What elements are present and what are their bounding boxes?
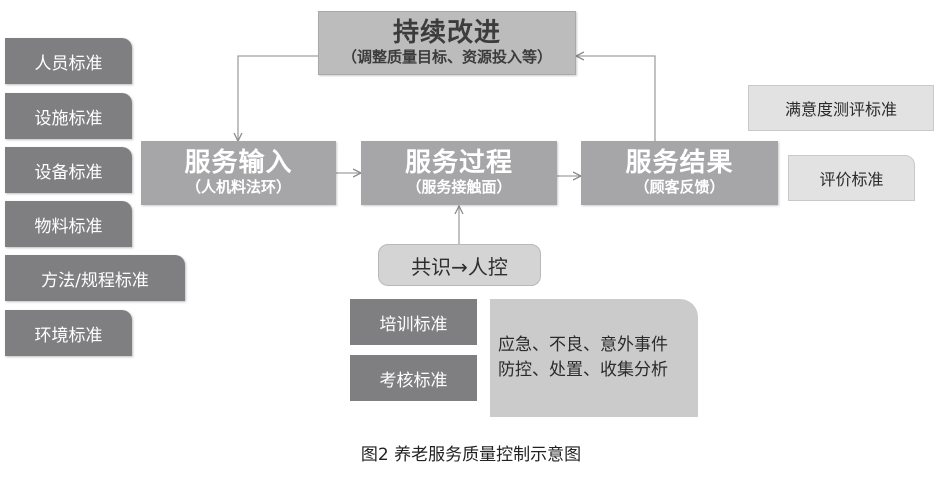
service-result-subtitle: （顾客反馈） bbox=[634, 178, 725, 197]
incident-line-1: 应急、不良、意外事件 bbox=[498, 335, 668, 356]
standard-training: 培训标准 bbox=[350, 299, 477, 345]
service-result-box: 服务结果 （顾客反馈） bbox=[581, 141, 778, 205]
continuous-improvement-subtitle: （调整质量目标、资源投入等） bbox=[341, 48, 552, 67]
standard-materials: 物料标准 bbox=[5, 201, 132, 247]
continuous-improvement-title: 持续改进 bbox=[392, 18, 501, 49]
standard-personnel: 人员标准 bbox=[5, 38, 132, 84]
service-result-title: 服务结果 bbox=[625, 148, 734, 179]
figure-caption: 图2 养老服务质量控制示意图 bbox=[360, 445, 582, 465]
service-process-title: 服务过程 bbox=[404, 148, 513, 179]
standard-evaluation: 评价标准 bbox=[788, 155, 915, 201]
standard-satisfaction-survey: 满意度测评标准 bbox=[748, 85, 934, 131]
standard-equipment: 设备标准 bbox=[5, 147, 132, 193]
service-input-box: 服务输入 （人机料法环） bbox=[141, 141, 336, 205]
incident-line-2: 防控、处置、收集分析 bbox=[498, 360, 668, 380]
standard-environment: 环境标准 bbox=[5, 310, 132, 356]
continuous-improvement-box: 持续改进 （调整质量目标、资源投入等） bbox=[318, 11, 576, 75]
service-process-subtitle: （服务接触面） bbox=[406, 178, 512, 197]
incident-handling-box: 应急、不良、意外事件 防控、处置、收集分析 bbox=[490, 299, 698, 417]
arrow-result-to-improve bbox=[576, 56, 656, 141]
arrow-improve-to-input bbox=[238, 55, 318, 141]
standard-methods: 方法/规程标准 bbox=[5, 255, 185, 301]
service-process-box: 服务过程 （服务接触面） bbox=[361, 141, 557, 205]
standard-facilities: 设施标准 bbox=[5, 93, 132, 139]
service-input-subtitle: （人机料法环） bbox=[185, 178, 291, 197]
consensus-control-box: 共识→人控 bbox=[378, 244, 541, 286]
service-input-title: 服务输入 bbox=[184, 148, 293, 179]
standard-assessment: 考核标准 bbox=[350, 355, 477, 401]
